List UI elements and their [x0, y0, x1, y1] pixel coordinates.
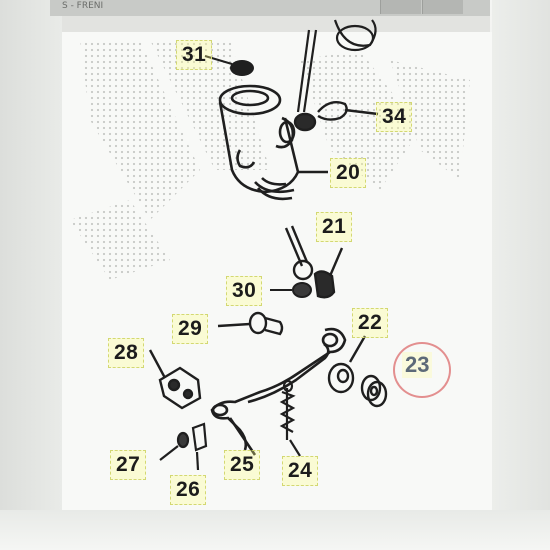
monitor-left-edge	[0, 0, 62, 550]
part-29-bolt	[217, 311, 284, 336]
monitor-right-edge	[492, 0, 550, 550]
watermark-pattern	[70, 40, 470, 280]
window-tab[interactable]	[380, 0, 421, 14]
top-reservoir-part	[296, 19, 377, 113]
callout-26: 26	[170, 475, 207, 505]
monitor-bottom-edge	[0, 510, 550, 550]
callout-20: 20	[330, 158, 367, 188]
callout-31: 31	[176, 40, 213, 70]
callout-24: 24	[282, 456, 319, 486]
part-20-master-cylinder	[218, 84, 328, 201]
window-tab[interactable]	[422, 0, 463, 14]
callout-25: 25	[224, 450, 261, 480]
part-25-brake-lever	[210, 327, 347, 456]
callout-30: 30	[226, 276, 263, 306]
callout-22: 22	[352, 308, 389, 338]
window-title: S - FRENI	[62, 1, 104, 11]
part-34-fitting	[293, 101, 379, 132]
callout-29: 29	[172, 314, 209, 344]
callout-23: 23	[402, 352, 433, 378]
callout-27: 27	[110, 450, 147, 480]
window-titlebar	[50, 0, 490, 16]
part-24-return-spring	[279, 379, 301, 457]
part-23-washers	[360, 374, 388, 408]
callout-21: 21	[316, 212, 353, 242]
part-27-clip	[159, 431, 190, 461]
callout-34: 34	[376, 102, 413, 132]
part-31-washer	[204, 55, 254, 76]
highlight-ring	[393, 342, 451, 398]
callout-28: 28	[108, 338, 145, 368]
part-26-pin	[191, 422, 208, 471]
part-28-bracket	[148, 349, 202, 410]
part-22-bushing	[327, 335, 367, 394]
part-21-push-rod	[284, 225, 344, 299]
part-30-nut	[270, 282, 312, 298]
